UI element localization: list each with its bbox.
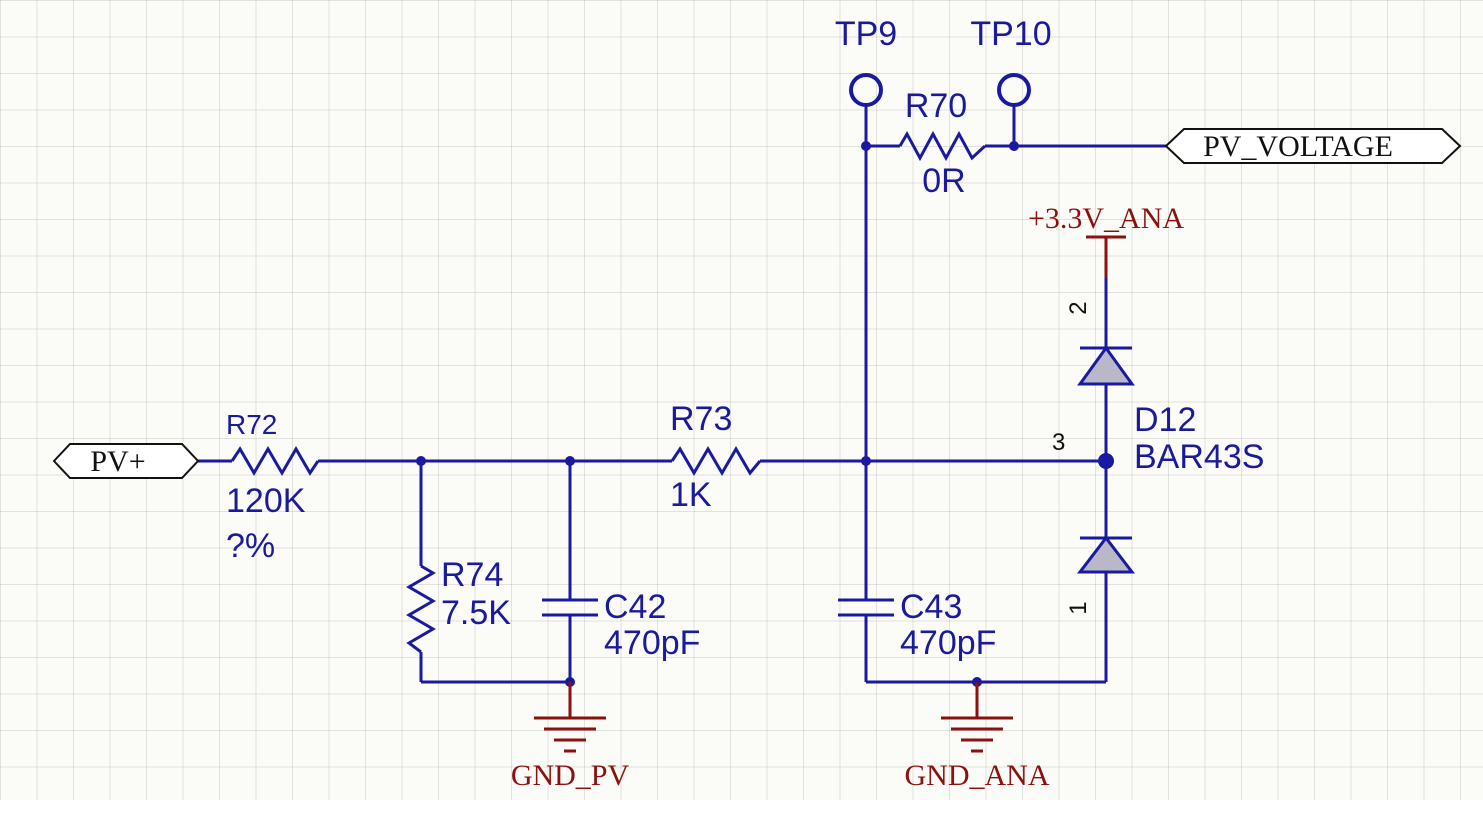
pv-plus-port-label: PV+ (90, 445, 145, 478)
tp10-testpoint-symbol (997, 73, 1031, 107)
r72-resistor-symbol (230, 446, 320, 476)
r74-ref: R74 (441, 556, 503, 594)
d12-pin1-label: 1 (1065, 601, 1092, 614)
d12-ref: D12 (1134, 401, 1196, 439)
supply-net-label: +3.3V_ANA (1028, 202, 1184, 235)
r73-ref: R73 (670, 400, 732, 438)
c42-capacitor-symbol (542, 598, 598, 617)
c43-ref: C43 (900, 588, 962, 626)
junction-dot (861, 141, 871, 151)
pv-voltage-port-shape (1164, 128, 1462, 164)
tp9-testpoint-symbol (849, 73, 883, 107)
d12-pin3-label: 3 (1052, 429, 1065, 456)
r70-ref: R70 (905, 87, 967, 125)
gnd-pv-net-label: GND_PV (511, 759, 630, 792)
r70-resistor-symbol (898, 130, 987, 162)
junction-dot (1009, 141, 1019, 151)
gnd-ana-symbol (941, 682, 1013, 753)
d12-diode-symbol (1076, 345, 1136, 574)
junction-dot (565, 456, 575, 466)
gnd-ana-net-label: GND_ANA (905, 759, 1050, 792)
r74-resistor-symbol (406, 564, 436, 654)
d12-pin2-label: 2 (1065, 301, 1092, 314)
r72-value: 120K (226, 482, 306, 520)
wires (198, 104, 1166, 684)
r70-value: 0R (922, 162, 965, 200)
c43-value: 470pF (900, 624, 996, 662)
c42-ref: C42 (604, 588, 666, 626)
r72-ref: R72 (226, 409, 277, 440)
junction-dot (861, 456, 871, 466)
d12-part: BAR43S (1134, 438, 1264, 476)
r73-resistor-symbol (670, 446, 762, 476)
c43-capacitor-symbol (838, 598, 894, 617)
junctions (416, 141, 1114, 687)
tp10-label: TP10 (970, 15, 1051, 53)
pv-plus-port-shape (52, 443, 200, 479)
c42-value: 470pF (604, 624, 700, 662)
r74-value: 7.5K (441, 594, 511, 632)
gnd-pv-symbol (534, 682, 606, 753)
tp9-label: TP9 (835, 15, 897, 53)
r72-tolerance: ?% (226, 527, 275, 565)
junction-dot (1098, 453, 1114, 469)
supply-power-symbol (1086, 235, 1126, 278)
diode-triangle (1076, 535, 1136, 574)
junction-dot (416, 456, 426, 466)
pv-voltage-port-label: PV_VOLTAGE (1203, 130, 1393, 163)
diode-triangle (1077, 345, 1135, 386)
sheet-bottom-edge (0, 800, 1483, 813)
r73-value: 1K (670, 476, 712, 514)
